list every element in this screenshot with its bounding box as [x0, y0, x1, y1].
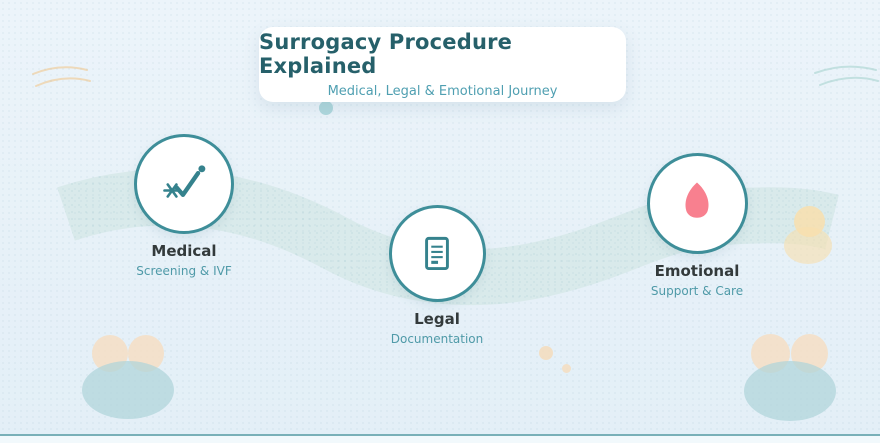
step-sublabel: Support & Care [650, 284, 744, 298]
step-sublabel: Documentation [390, 332, 484, 346]
medical-check-icon [163, 165, 206, 198]
step-legal-circle [388, 205, 486, 302]
bottom-divider [0, 434, 880, 443]
step-medical: Medical Screening & IVF [94, 134, 274, 278]
accent-dot-teal [319, 101, 333, 115]
step-emotional-circle [646, 153, 748, 254]
page-subtitle: Medical, Legal & Emotional Journey [327, 84, 558, 99]
accent-dot-peach-small [562, 364, 571, 373]
step-label: Emotional [654, 262, 740, 280]
family-blob-left-body [82, 361, 174, 419]
family-blob-right-body [744, 361, 836, 421]
heart-petal-icon [685, 181, 709, 218]
squiggle-right-icon [814, 65, 879, 86]
step-legal: Legal Documentation [347, 205, 527, 346]
step-sublabel: Screening & IVF [136, 264, 232, 278]
step-label: Medical [151, 242, 217, 260]
step-label: Legal [414, 310, 460, 328]
step-emotional: Emotional Support & Care [607, 153, 787, 298]
squiggle-left-icon [32, 66, 91, 87]
step-medical-circle [134, 134, 234, 234]
accent-dot-peach-large [539, 346, 553, 360]
header-card: Surrogacy Procedure Explained Medical, L… [259, 27, 626, 102]
person-blob-body [784, 227, 832, 264]
legal-document-icon [425, 236, 449, 270]
page-title: Surrogacy Procedure Explained [259, 30, 513, 78]
